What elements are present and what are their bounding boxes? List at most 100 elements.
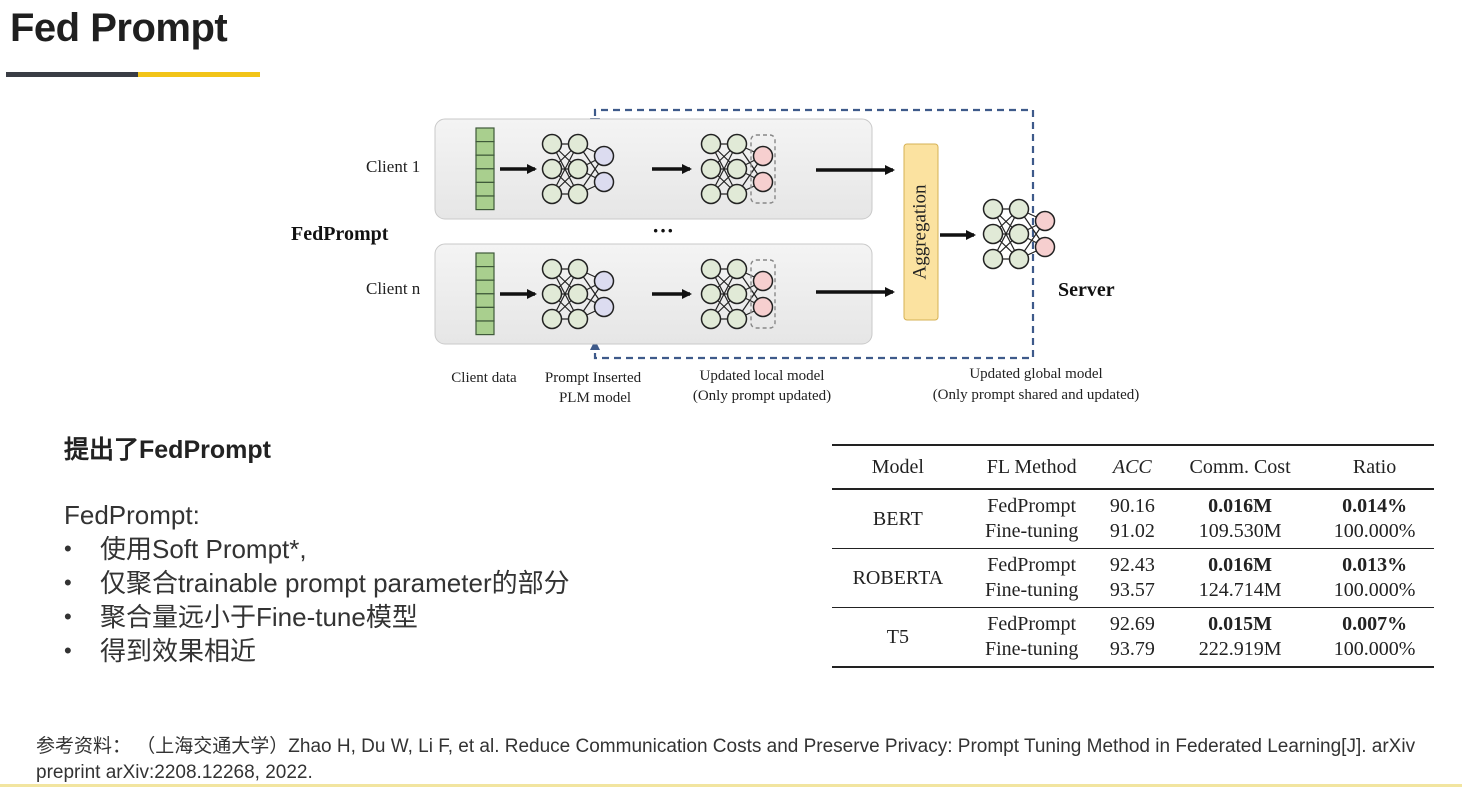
client-data-cell <box>475 320 495 336</box>
prompt-highlight-box <box>750 134 776 204</box>
ratio-cell: 0.013%100.000% <box>1315 548 1434 608</box>
net-node <box>982 248 1004 270</box>
net-node <box>1008 198 1030 220</box>
reference-citation: 参考资料： （上海交通大学）Zhao H, Du W, Li F, et al.… <box>36 736 1416 783</box>
client-data-cell <box>475 279 495 295</box>
net-node <box>726 283 748 305</box>
net-node <box>541 308 563 330</box>
net-node <box>726 258 748 280</box>
net-node <box>593 145 615 167</box>
client-data-cell <box>475 195 495 211</box>
header-fl-method: FL Method <box>963 444 1100 490</box>
net-node <box>567 258 589 280</box>
net-node <box>982 198 1004 220</box>
net-node <box>700 158 722 180</box>
net-node <box>593 270 615 292</box>
client-data-cell <box>475 168 495 184</box>
model-cell: ROBERTA <box>832 548 964 608</box>
header-acc: ACC <box>1099 444 1166 490</box>
net-node <box>982 223 1004 245</box>
client-data-cell <box>475 252 495 268</box>
client-data-cell <box>475 293 495 308</box>
net-node <box>700 258 722 280</box>
server-label: Server <box>1058 279 1115 301</box>
client1-label: Client 1 <box>366 157 420 176</box>
caption-prompt-inserted-line2: PLM model <box>559 390 631 406</box>
caption-prompt-inserted-line1: Prompt Inserted <box>545 370 642 386</box>
net-node <box>541 133 563 155</box>
net-node <box>726 158 748 180</box>
header-ratio: Ratio <box>1315 444 1434 490</box>
net-node <box>700 133 722 155</box>
clientn-label: Client n <box>366 279 421 298</box>
net-node <box>1034 236 1056 258</box>
net-node <box>1034 210 1056 232</box>
bullet-soft-prompt: 使用Soft Prompt*, <box>64 532 570 566</box>
headline: 提出了FedPrompt <box>64 436 271 464</box>
bullet-similar-results: 得到效果相近 <box>64 634 570 668</box>
caption-client-data: Client data <box>451 370 517 386</box>
net-node <box>567 308 589 330</box>
ratio-cell: 0.014%100.000% <box>1315 489 1434 549</box>
results-table: Model FL Method ACC Comm. Cost Ratio BER… <box>832 444 1434 668</box>
client-data-cell <box>475 141 495 156</box>
net-node <box>541 158 563 180</box>
net-node <box>593 296 615 318</box>
summary-bullets: 使用Soft Prompt*, 仅聚合trainable prompt para… <box>64 532 570 668</box>
client-data-cell <box>475 306 495 322</box>
net-node <box>700 183 722 205</box>
fedprompt-diagram: Aggregation Client 1 Client n FedPrompt … <box>291 108 1140 406</box>
net-node <box>726 133 748 155</box>
bullet-aggregation-size: 聚合量远小于Fine-tune模型 <box>64 600 570 634</box>
net-node <box>541 183 563 205</box>
client1-pipeline <box>475 127 776 211</box>
title-underline-accent <box>138 72 260 77</box>
net-node <box>700 283 722 305</box>
clientn-pipeline <box>475 252 776 336</box>
model-cell: T5 <box>832 607 964 668</box>
net-node <box>752 270 774 292</box>
caption-updated-global-line2: (Only prompt shared and updated) <box>933 387 1140 403</box>
net-node <box>752 145 774 167</box>
aggregation-label: Aggregation <box>909 184 930 279</box>
net-node <box>567 183 589 205</box>
ellipsis: ··· <box>652 218 674 243</box>
net-node <box>1008 223 1030 245</box>
caption-updated-local-line1: Updated local model <box>700 368 825 384</box>
net-node <box>1008 248 1030 270</box>
model-cell: BERT <box>832 489 964 549</box>
net-node <box>726 308 748 330</box>
footer-rule <box>0 784 1462 787</box>
client-data-cell <box>475 266 495 281</box>
client-data-cell <box>475 154 495 170</box>
net-node <box>752 171 774 193</box>
feedback-loop <box>593 108 1035 360</box>
net-node <box>593 171 615 193</box>
page-title: Fed Prompt <box>10 6 228 50</box>
summary-intro: FedPrompt: <box>64 500 200 530</box>
prompt-highlight-box <box>750 259 776 329</box>
header-model: Model <box>832 444 964 490</box>
client-data-cell <box>475 181 495 197</box>
net-node <box>752 296 774 318</box>
net-node <box>567 158 589 180</box>
net-node <box>541 258 563 280</box>
title-underline-dark <box>6 72 138 77</box>
caption-updated-local-line2: (Only prompt updated) <box>693 388 831 404</box>
table-header-row: Model FL Method ACC Comm. Cost Ratio <box>832 444 1434 490</box>
net-node <box>541 283 563 305</box>
aggregation-box <box>903 143 939 321</box>
net-node <box>567 133 589 155</box>
net-node <box>567 283 589 305</box>
